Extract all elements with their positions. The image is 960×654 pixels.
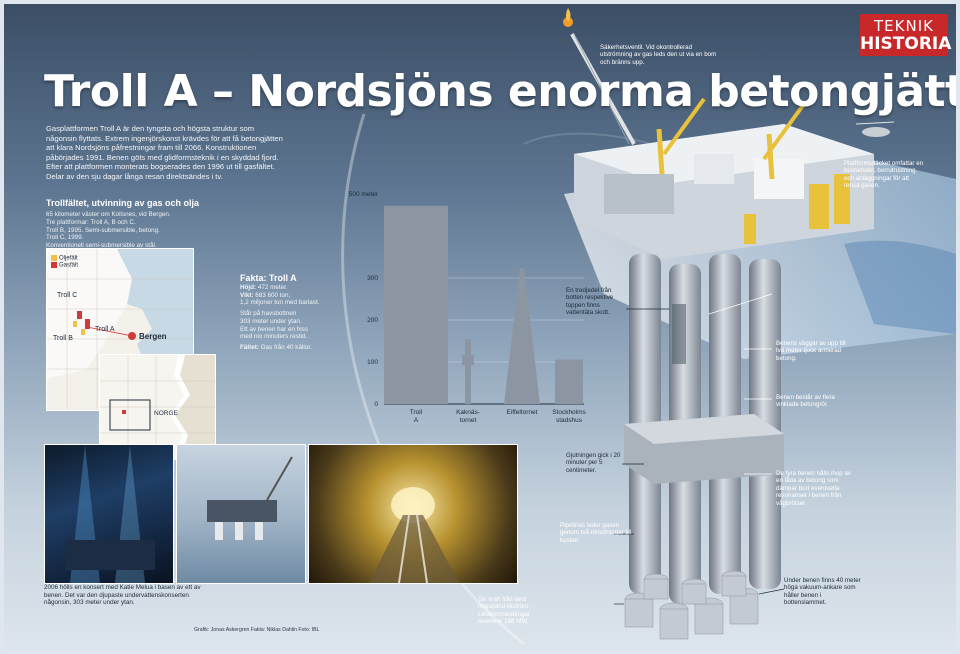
note-vaggar: Benens väggar av upp till två meter tjoc… bbox=[776, 340, 846, 362]
concert-photo-graphic bbox=[65, 445, 155, 583]
chart-tick-label: 200 bbox=[367, 317, 378, 324]
fakta-line2: 303 meter under ytan. bbox=[240, 317, 302, 325]
teknikhistoria-logo: TEKNIK HISTORIA bbox=[860, 14, 952, 56]
gas-swatch bbox=[51, 261, 57, 268]
troll-field-heading: Trollfältet, utvinning av gas och olja bbox=[46, 198, 200, 208]
fakta-vikt-label: Vikt: bbox=[240, 291, 254, 299]
legend-label: Gasfält bbox=[59, 262, 79, 269]
fakta-list: Höjd: 472 meter. Vikt: 683 600 ton, 1,2 … bbox=[240, 284, 360, 352]
fakta-hojd-label: Höjd: bbox=[240, 284, 257, 291]
legend: Oljefält Gasfält bbox=[51, 255, 78, 268]
credits: Grafik: Jonas Askergren Fakta: Niklas Da… bbox=[194, 627, 320, 633]
legend-item-oil: Oljefält bbox=[51, 255, 78, 262]
note-bestar: Benen består av flera vinklade betongrör… bbox=[776, 394, 835, 409]
chart-tick-label: 100 bbox=[367, 359, 378, 366]
troll-field-line: 65 kilometer väster om Kollsnes, vid Ber… bbox=[46, 211, 171, 218]
fakta-vikt-value: 683 600 ton, bbox=[255, 291, 291, 299]
chart-bar bbox=[384, 205, 448, 404]
infographic-page: TEKNIK HISTORIA bbox=[4, 4, 956, 650]
fakta-line4: med nio minuters restid. bbox=[240, 333, 308, 341]
photo-caption: 2006 hölls en konsert med Katie Melua i … bbox=[44, 584, 201, 607]
norway-inset-map: NORGE bbox=[99, 354, 216, 460]
legend-label: Oljefält bbox=[59, 255, 78, 262]
troll-field-line: Troll C, 1999. bbox=[46, 234, 84, 242]
logo-bottom-text: HISTORIA bbox=[860, 34, 952, 54]
troll-field-line: Konventionell semi-submersible av stål. bbox=[46, 242, 157, 250]
tunnel-photo-graphic bbox=[369, 487, 459, 583]
fakta-hojd: Höjd: 472 meter. bbox=[240, 284, 360, 292]
platform-photo-graphic bbox=[207, 456, 293, 540]
platform-illustration bbox=[563, 8, 956, 640]
tunnel-photo bbox=[308, 444, 518, 584]
note-sakerhetsventil: Säkerhetsventil. Vid okontrollerad utstr… bbox=[600, 44, 717, 66]
inset-label-norge: NORGE bbox=[154, 410, 178, 417]
chart-top-label: 500 meter bbox=[349, 191, 379, 198]
fakta-line1: Står på havsbottnen bbox=[240, 310, 297, 318]
inset-graphic bbox=[100, 355, 215, 459]
main-title: Troll A – Nordsjöns enorma betongjätte bbox=[44, 66, 956, 117]
chart-tick-label: 300 bbox=[367, 275, 378, 282]
fakta-vikt: Vikt: 683 600 ton, bbox=[240, 292, 360, 300]
chart-bar bbox=[555, 359, 583, 404]
fakta-hojd-value: 472 meter. bbox=[257, 284, 288, 291]
note-ankare: Under benen finns 40 meter höga vakuum-a… bbox=[784, 577, 861, 607]
map-label-troll-c: Troll C bbox=[57, 292, 78, 299]
legend-item-gas: Gasfält bbox=[51, 261, 79, 269]
troll-field-line: Troll B, 1995. Semi-submersible, betong. bbox=[46, 226, 160, 234]
chart-tick-label: 0 bbox=[374, 401, 378, 408]
fakta-faltet-value: Gas från 40 källor. bbox=[260, 343, 312, 351]
fakta-faltet-label: Fältet: bbox=[240, 343, 259, 351]
map-label-troll-b: Troll B bbox=[53, 335, 73, 342]
note-plattformsdack: Plattformsdäcket omfattar en bostadsdel,… bbox=[844, 160, 924, 190]
troll-field-text: 65 kilometer väster om Kollsnes, vid Ber… bbox=[46, 211, 236, 250]
fakta-title: Fakta: Troll A bbox=[240, 273, 297, 283]
map-label-troll-a: Troll A bbox=[95, 326, 115, 333]
troll-field-line: Tre plattformar: Troll A, B och C. bbox=[46, 218, 136, 226]
chart-category-label: Kaknäs-tornet bbox=[456, 409, 480, 424]
note-gjutningen: Gjutningen gick i 20 minuter per 5 centi… bbox=[566, 452, 621, 474]
chart-bar-detail bbox=[462, 355, 474, 366]
note-fyra-ben: De fyra benen hålls ihop av en låda av b… bbox=[776, 470, 851, 507]
fakta-line3: Ett av benen har en hiss bbox=[240, 325, 308, 333]
chart-category-label: Eiffeltornet bbox=[507, 409, 538, 416]
logo-top-text: TEKNIK bbox=[874, 17, 934, 35]
note-pipelines: Pipelines leder gasen genom två rörledni… bbox=[560, 522, 632, 544]
intro-paragraph: Gasplattformen Troll A är den tyngsta oc… bbox=[46, 124, 283, 181]
fakta-vikt2: 1,2 miljoner ton med barlast. bbox=[240, 299, 320, 307]
oil-swatch bbox=[51, 255, 57, 261]
platform-photo bbox=[176, 444, 306, 584]
fakta-faltet: Fältet: Gas från 40 källor. bbox=[240, 344, 360, 352]
chart-bar bbox=[504, 267, 540, 404]
note-kraft: Tar kraft från land: högspänd likström. … bbox=[478, 596, 530, 626]
map-label-bergen: Bergen bbox=[139, 332, 167, 341]
chart-bar bbox=[465, 338, 471, 404]
note-tredjedel: En tredjedel från botten respektive topp… bbox=[566, 287, 614, 317]
concert-photo bbox=[44, 444, 174, 584]
